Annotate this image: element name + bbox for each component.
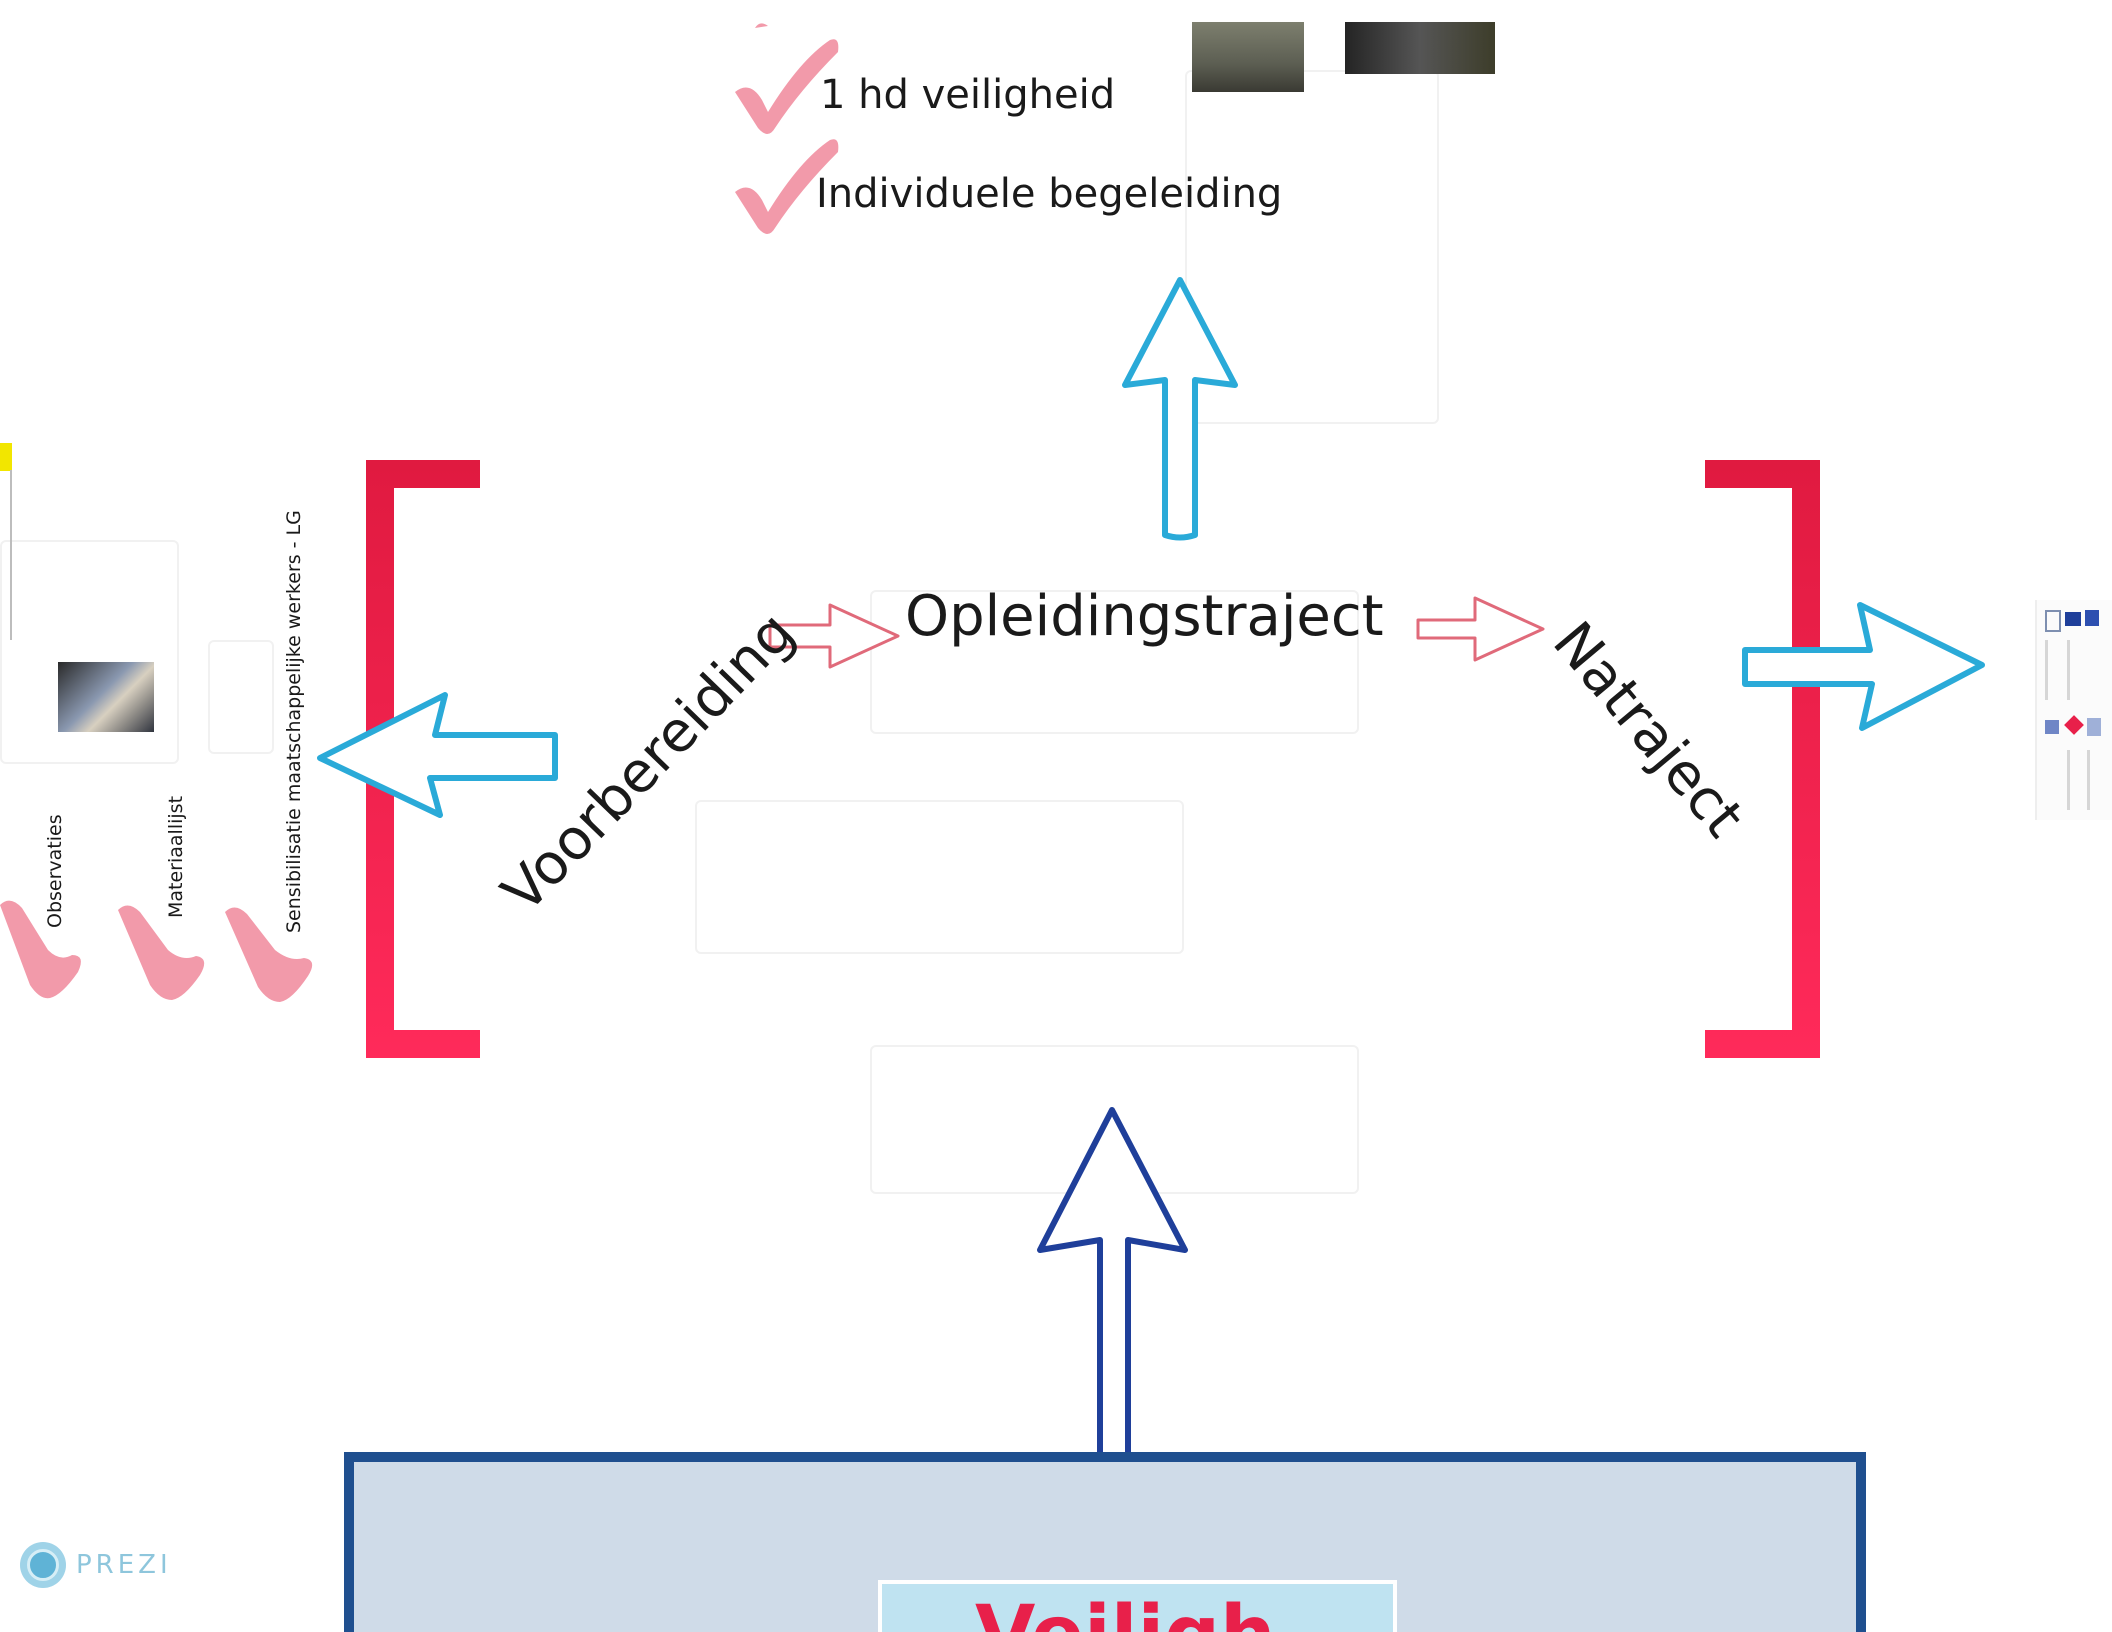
photo-thumbnail-left: [58, 662, 154, 732]
pink-arrow-left: [768, 603, 900, 669]
right-edge-document: [2035, 600, 2112, 820]
cyan-arrow-up: [1122, 277, 1238, 541]
cyan-arrow-left: [317, 692, 558, 818]
check-icon-left-1: [0, 900, 81, 999]
cyan-arrow-right: [1742, 602, 1985, 731]
check-icon-left-3: [225, 907, 313, 1002]
prezi-logo-icon: [20, 1542, 66, 1588]
bottom-box-title-bg: [878, 1580, 1397, 1632]
photo-thumbnail-1: [1192, 22, 1304, 92]
faint-panel-center-2: [695, 800, 1184, 954]
left-item-sensibilisatie: Sensibilisatie maatschappelijke werkers …: [283, 510, 305, 933]
left-edge-line: [10, 470, 12, 640]
yellow-marker: [0, 443, 12, 471]
faint-panel-left-small: [208, 640, 274, 754]
navy-arrow-up: [1037, 1107, 1188, 1482]
photo-thumbnail-2: [1345, 22, 1495, 74]
bottom-box-title: Veiligh...: [880, 1582, 1395, 1632]
check-icon-0: [755, 23, 768, 28]
faint-panel-center-1: [870, 590, 1359, 734]
check-icon-2: [735, 139, 839, 234]
right-bracket: [1705, 460, 1820, 1058]
check-icon-left-2: [118, 905, 205, 1000]
bottom-box-title-text: Veiligh...: [975, 1590, 1364, 1632]
checklist-item-2: Individuele begeleiding: [816, 171, 1283, 217]
left-item-observaties: Observaties: [44, 814, 66, 928]
flow-label-center: Opleidingstraject: [905, 584, 1384, 649]
prezi-logo-text: PREZI: [76, 1550, 172, 1580]
left-item-materiaallijst: Materiaallijst: [165, 795, 187, 918]
pink-arrow-right: [1416, 596, 1545, 662]
prezi-logo[interactable]: PREZI: [20, 1540, 172, 1590]
checklist-item-1: 1 hd veiligheid: [820, 72, 1116, 118]
check-icon-1: [735, 39, 839, 135]
